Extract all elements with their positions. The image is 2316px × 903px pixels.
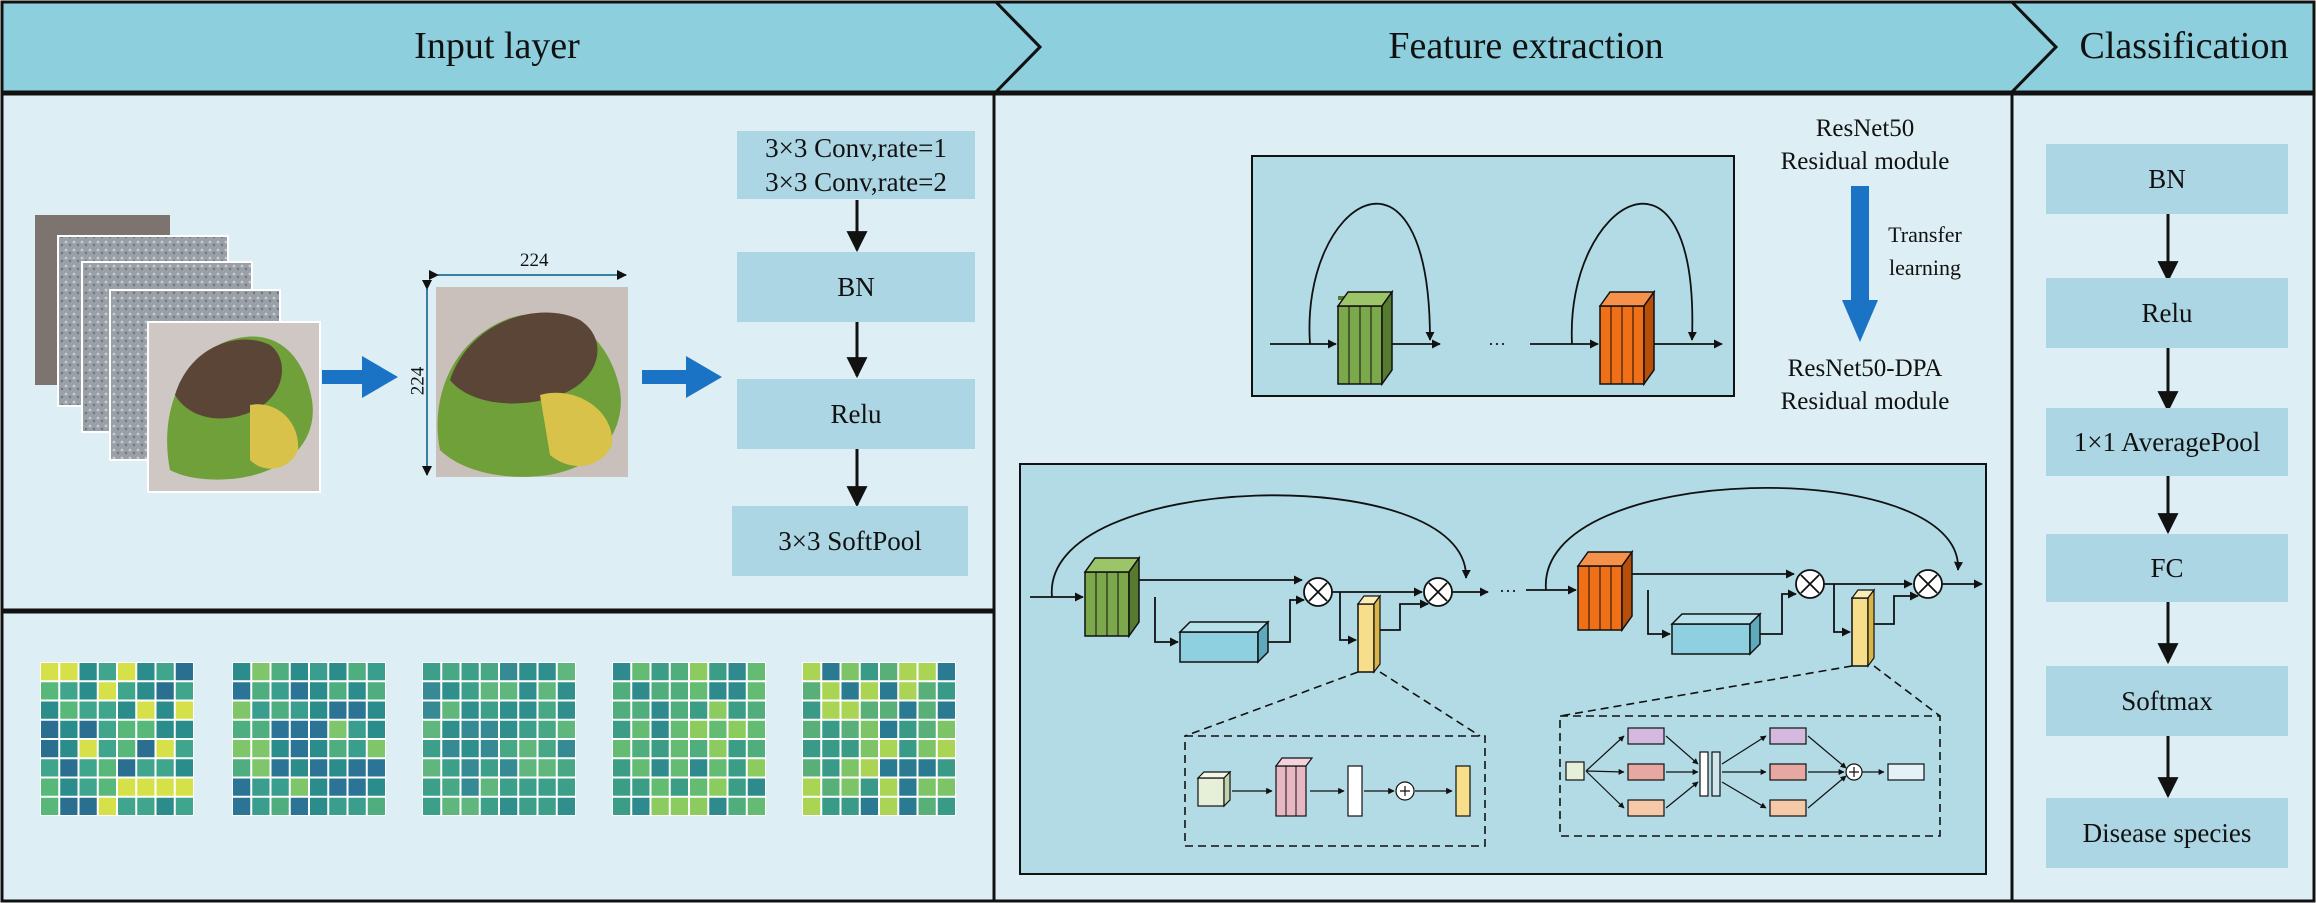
classification-step-relu: Relu [2046, 278, 2288, 348]
classification-step-fc: FC [2046, 534, 2288, 602]
dpa-left-branch: ··· [1030, 494, 1517, 847]
transfer-learning-label: Transfer learning [1870, 218, 1980, 284]
header-input-layer: Input layer [414, 25, 580, 67]
feature-map-grid-2 [232, 662, 386, 816]
resnet50-label-line1: ResNet50 [1815, 115, 1915, 142]
resnet50-module: ··· [1251, 155, 1735, 397]
feature-map-thumbnails [40, 662, 956, 816]
orange-block [1598, 289, 1656, 387]
feature-map-grid-5 [802, 662, 956, 816]
feature-map-grid-1 [40, 662, 194, 816]
classification-step-softmax: Softmax [2046, 666, 2288, 736]
resnet50-label: ResNet50 Residual module [1760, 112, 1970, 178]
svg-text:···: ··· [1488, 334, 1506, 354]
classification-step-disease-species: Disease species [2046, 798, 2288, 868]
resnet50-label-line2: Residual module [1780, 148, 1950, 175]
conv-line-2: 3×3 Conv,rate=2 [765, 167, 947, 197]
dpa-label-line1: ResNet50-DPA [1787, 355, 1943, 382]
header-feature-extraction: Feature extraction [1388, 25, 1664, 67]
header-bars [0, 0, 2316, 94]
green-block [1336, 289, 1394, 387]
softpool-box: 3×3 SoftPool [732, 506, 968, 576]
bn-box-input: BN [737, 252, 975, 322]
conv-line-1: 3×3 Conv,rate=1 [765, 133, 947, 163]
classification-step-averagepool: 1×1 AveragePool [2046, 408, 2288, 476]
header-classification: Classification [2079, 25, 2289, 67]
dimension-lines [422, 270, 627, 476]
svg-text:···: ··· [1499, 581, 1517, 601]
dpa-right-detail [1565, 727, 1925, 817]
resnet50-dpa-module: ··· [1019, 463, 1987, 875]
flow-arrows-input [322, 356, 722, 398]
dpa-left-detail [1196, 757, 1471, 817]
transfer-arrow [1842, 186, 1878, 342]
classification-step-bn: BN [2046, 144, 2288, 214]
input-image-stack [35, 215, 321, 493]
transfer-label-line2: learning [1888, 255, 1962, 280]
dpa-right-branch [1526, 487, 1983, 837]
feature-map-grid-3 [422, 662, 576, 816]
relu-box-input: Relu [737, 379, 975, 449]
feature-map-grid-4 [612, 662, 766, 816]
conv-box: 3×3 Conv,rate=1 3×3 Conv,rate=2 [737, 131, 975, 199]
sample-leaf-image [436, 287, 628, 477]
transfer-label-line1: Transfer [1888, 222, 1962, 247]
image-width-label: 224 [520, 250, 549, 271]
dpa-label-line2: Residual module [1780, 388, 1950, 415]
resnet50-dpa-label: ResNet50-DPA Residual module [1760, 352, 1970, 418]
image-height-label: 224 [407, 366, 429, 396]
